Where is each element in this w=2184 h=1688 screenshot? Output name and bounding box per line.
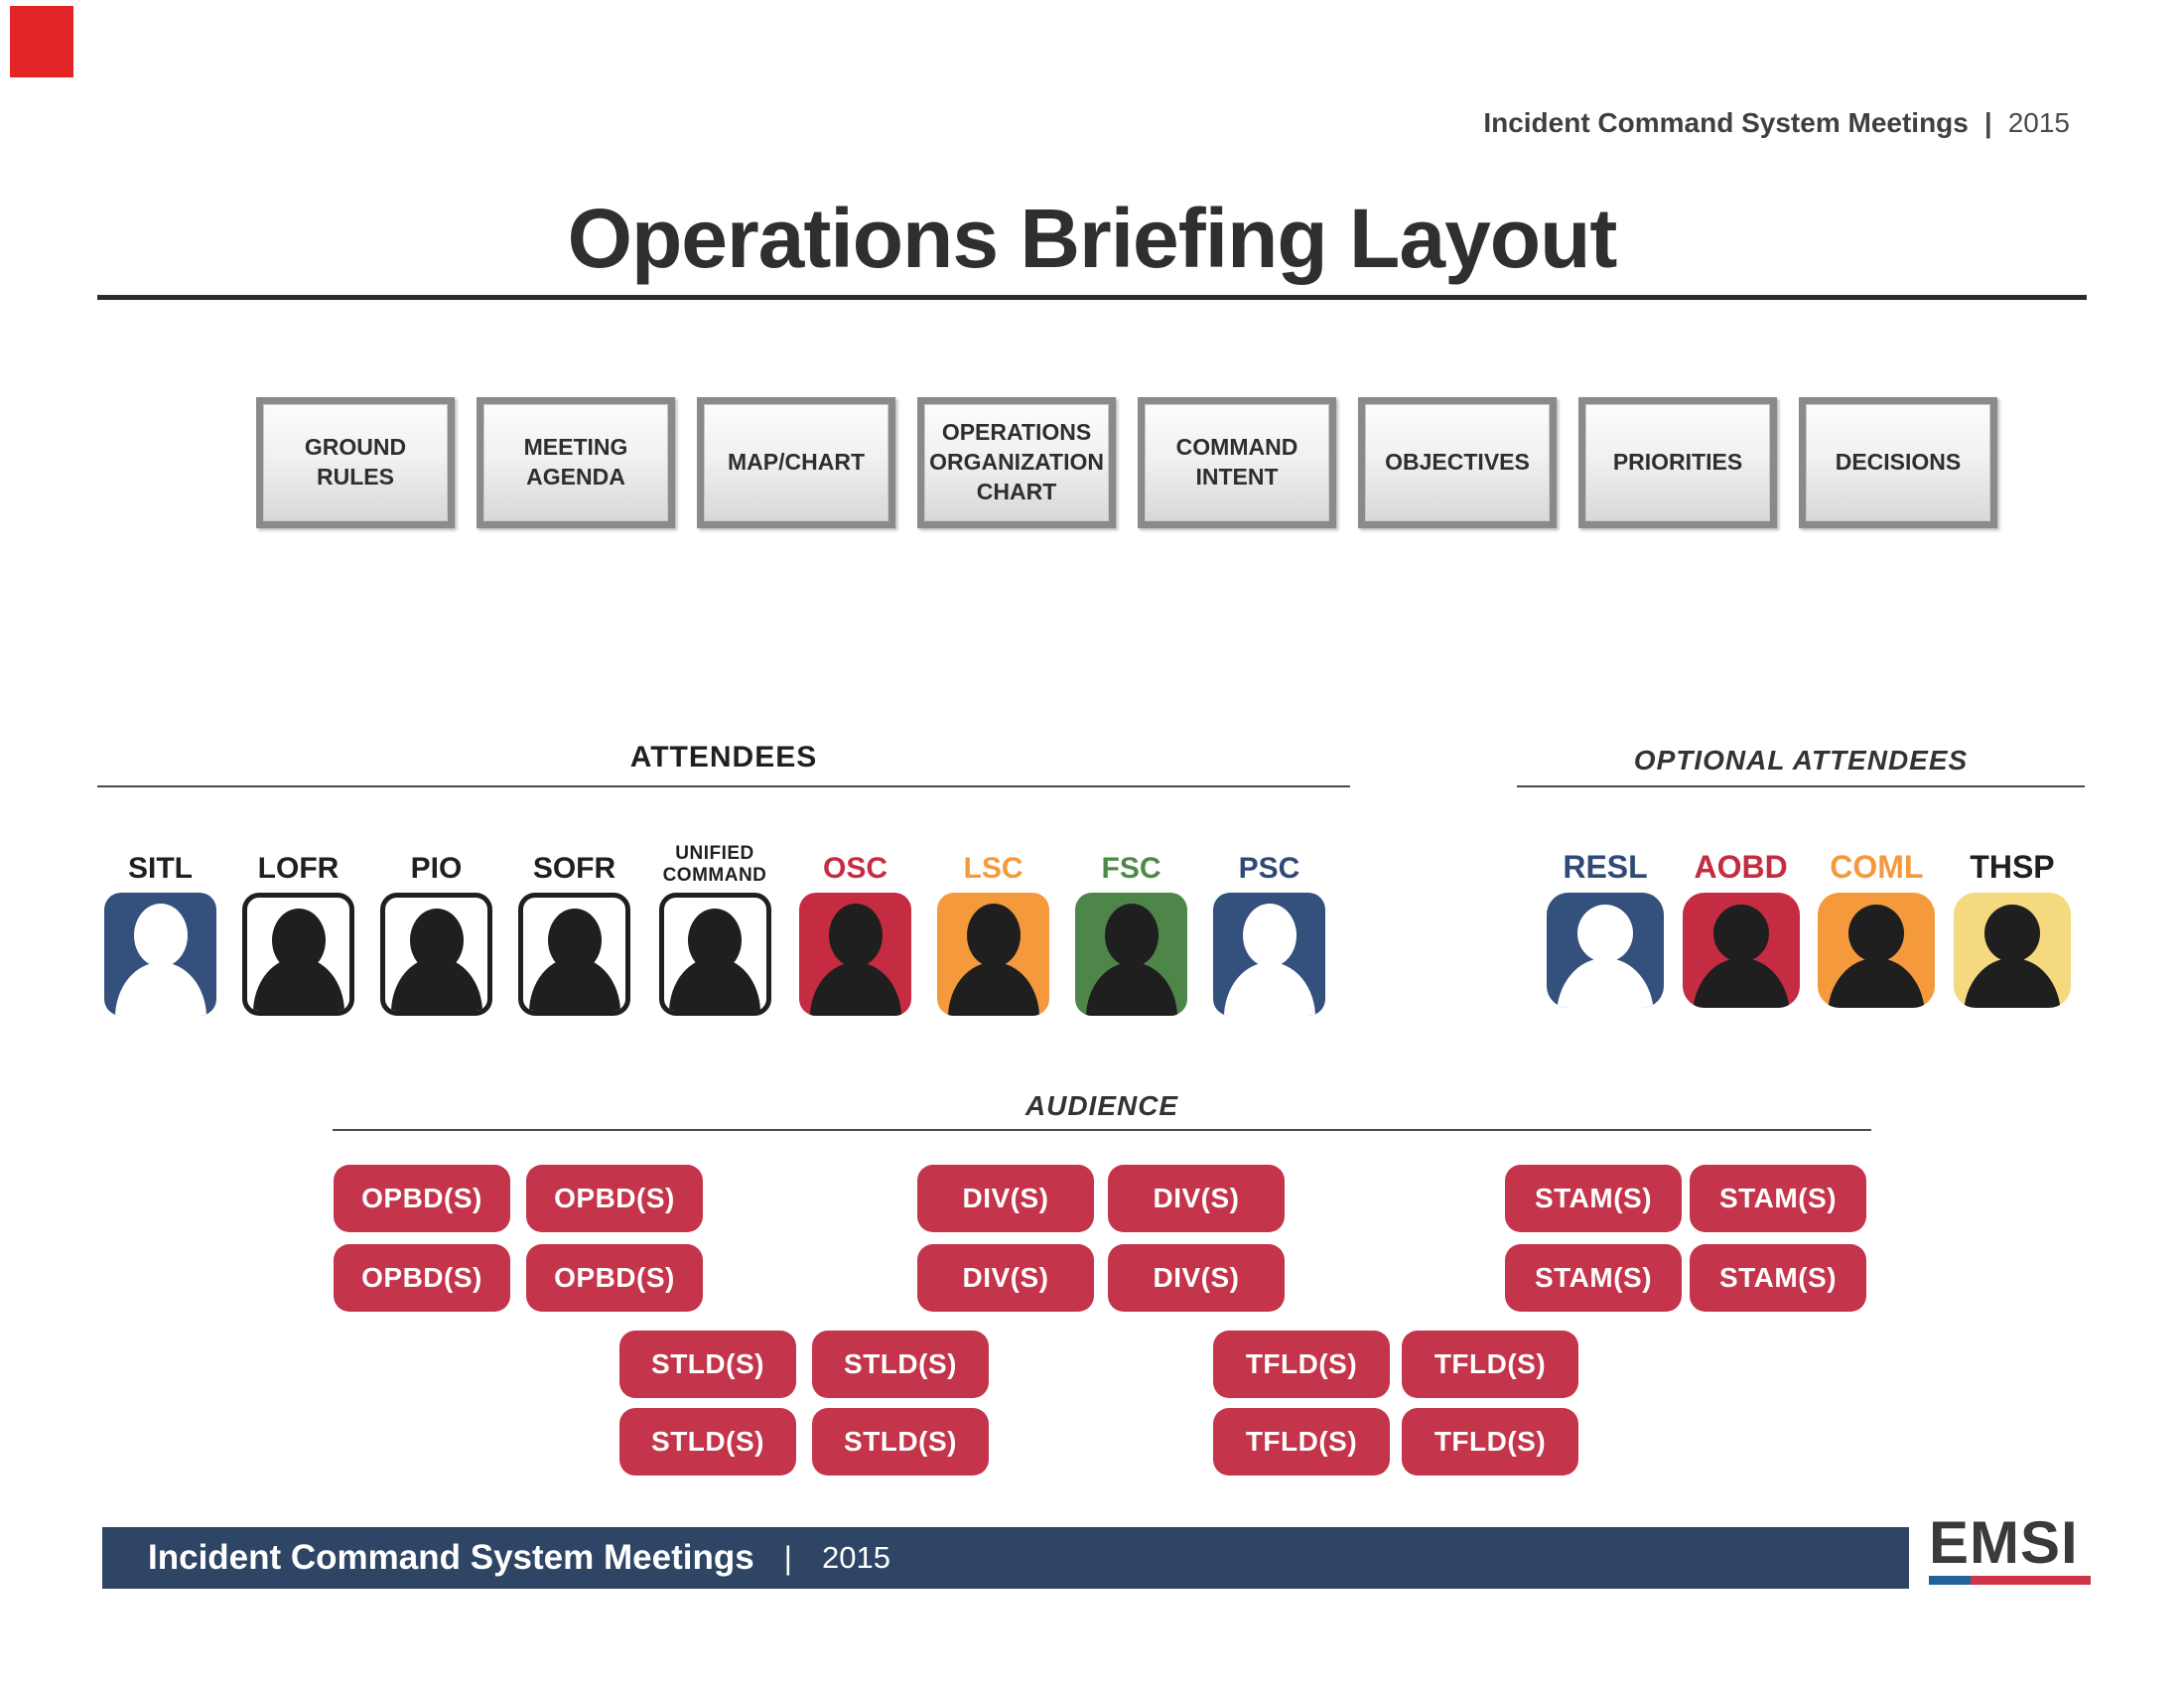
attendee-psc: PSC: [1213, 828, 1325, 1016]
attendee-pio: PIO: [380, 828, 492, 1016]
attendee-fsc: FSC: [1075, 828, 1187, 1016]
attendee-label: PSC: [1238, 852, 1300, 885]
corner-accent: [10, 6, 73, 77]
attendee-osc: OSC: [799, 828, 911, 1016]
agenda-box-row: GROUND RULES MEETING AGENDA MAP/CHART OP…: [256, 397, 1997, 528]
audience-seat: TFLD(S): [1213, 1408, 1390, 1476]
audience-seat: STLD(S): [812, 1331, 989, 1398]
attendee-label: SOFR: [532, 852, 616, 885]
audience-seat: DIV(S): [917, 1244, 1094, 1312]
title-rule: [97, 295, 2087, 300]
emsi-logo-underline: [1929, 1576, 2091, 1585]
person-icon: [1682, 893, 1800, 1008]
attendee-label: RESL: [1563, 849, 1648, 885]
agenda-box-map-chart: MAP/CHART: [697, 397, 895, 528]
optional-attendees-row: RESL AOBD COML THSP: [1547, 828, 2071, 1008]
person-icon: [104, 893, 216, 1016]
person-icon: [937, 893, 1049, 1016]
audience-seat: STAM(S): [1505, 1165, 1682, 1232]
optional-attendee-resl: RESL: [1547, 828, 1664, 1008]
header-title: Incident Command System Meetings: [1483, 107, 1969, 138]
person-icon: [1213, 893, 1325, 1016]
audience-seat: OPBD(S): [334, 1165, 510, 1232]
attendee-label: COML: [1830, 849, 1924, 885]
footer-separator: |: [783, 1539, 792, 1576]
agenda-box-decisions: DECISIONS: [1799, 397, 1997, 528]
agenda-box-objectives: OBJECTIVES: [1358, 397, 1557, 528]
emsi-logo: EMSI: [1929, 1513, 2091, 1585]
audience-seat: STLD(S): [619, 1331, 796, 1398]
attendee-label: FSC: [1101, 852, 1161, 885]
attendee-label: SITL: [128, 852, 193, 885]
footer-year: 2015: [821, 1540, 890, 1575]
audience-seat: TFLD(S): [1402, 1331, 1578, 1398]
audience-rule: [333, 1129, 1871, 1131]
audience-seat: DIV(S): [1108, 1244, 1285, 1312]
emsi-logo-underline-blue: [1929, 1576, 1971, 1585]
agenda-box-meeting-agenda: MEETING AGENDA: [477, 397, 675, 528]
attendee-label: OSC: [822, 852, 887, 885]
attendee-sofr: SOFR: [518, 828, 630, 1016]
audience-seat: DIV(S): [1108, 1165, 1285, 1232]
audience-seat: TFLD(S): [1402, 1408, 1578, 1476]
page-title: Operations Briefing Layout: [567, 192, 1618, 285]
audience-seat: OPBD(S): [526, 1165, 703, 1232]
footer-title: Incident Command System Meetings: [148, 1538, 754, 1577]
audience-seat: STAM(S): [1690, 1165, 1866, 1232]
person-icon: [518, 893, 630, 1016]
attendee-label: AOBD: [1694, 849, 1788, 885]
agenda-box-operations-organization-chart: OPERATIONS ORGANIZATION CHART: [917, 397, 1116, 528]
audience-seat: STLD(S): [619, 1408, 796, 1476]
emsi-logo-text: EMSI: [1929, 1509, 2079, 1576]
attendees-rule: [97, 785, 1350, 787]
attendee-label: PIO: [410, 852, 463, 885]
attendee-label: UNIFIED COMMAND: [662, 843, 767, 886]
attendee-label: LOFR: [257, 852, 340, 885]
person-icon: [1547, 893, 1664, 1008]
attendees-row: SITL LOFR PIO SOFR: [104, 828, 1325, 1016]
attendee-sitl: SITL: [104, 828, 216, 1016]
audience-seat: STAM(S): [1690, 1244, 1866, 1312]
agenda-box-ground-rules: GROUND RULES: [256, 397, 455, 528]
attendee-unified-command: UNIFIED COMMAND: [656, 828, 773, 1016]
audience-seat: STAM(S): [1505, 1244, 1682, 1312]
optional-attendee-coml: COML: [1818, 828, 1936, 1008]
header: Incident Command System Meetings | 2015: [1483, 107, 2070, 139]
audience-seat: TFLD(S): [1213, 1331, 1390, 1398]
attendees-heading: ATTENDEES: [629, 741, 818, 774]
person-icon: [242, 893, 354, 1016]
audience-seat: OPBD(S): [526, 1244, 703, 1312]
agenda-box-command-intent: COMMAND INTENT: [1138, 397, 1336, 528]
header-separator: |: [1983, 107, 1992, 138]
audience-heading: AUDIENCE: [1024, 1090, 1179, 1121]
attendee-label: THSP: [1970, 849, 2055, 885]
optional-attendee-aobd: AOBD: [1682, 828, 1800, 1008]
audience-seat: STLD(S): [812, 1408, 989, 1476]
audience-seat: OPBD(S): [334, 1244, 510, 1312]
audience-seat: DIV(S): [917, 1165, 1094, 1232]
agenda-box-priorities: PRIORITIES: [1578, 397, 1777, 528]
attendee-label: LSC: [963, 852, 1024, 885]
optional-attendees-heading: OPTIONAL ATTENDEES: [1633, 745, 1969, 775]
person-icon: [1818, 893, 1936, 1008]
person-icon: [1953, 893, 2071, 1008]
attendee-lsc: LSC: [937, 828, 1049, 1016]
person-icon: [380, 893, 492, 1016]
person-icon: [1075, 893, 1187, 1016]
emsi-logo-underline-red: [1971, 1576, 2091, 1585]
footer-bar: Incident Command System Meetings | 2015: [102, 1527, 1909, 1589]
person-icon: [799, 893, 911, 1016]
attendee-lofr: LOFR: [242, 828, 354, 1016]
optional-attendee-thsp: THSP: [1953, 828, 2071, 1008]
person-icon: [658, 893, 771, 1016]
optional-attendees-rule: [1517, 785, 2085, 787]
header-year: 2015: [2007, 107, 2070, 138]
